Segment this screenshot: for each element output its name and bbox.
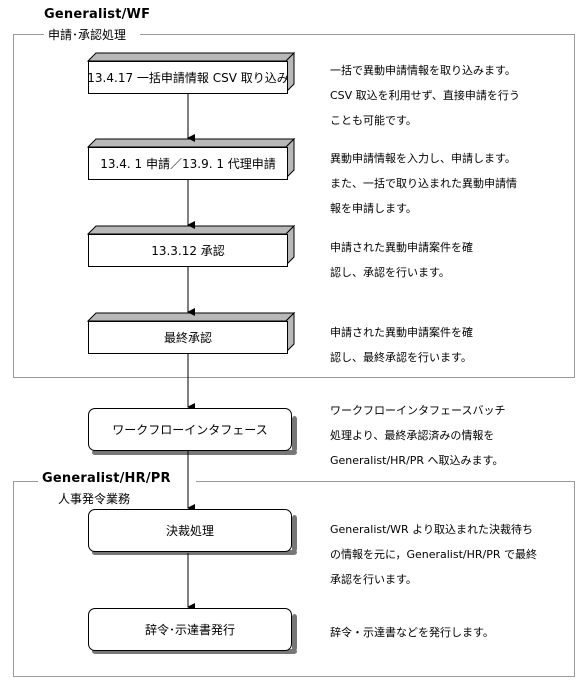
hr-system-label: Generalist/HR/PR bbox=[42, 471, 171, 486]
step-apply-box: 13.4. 1 申請／13.9. 1 代理申請 bbox=[88, 147, 288, 180]
desc-approve: 申請された異動申請案件を確 認し、承認を行います。 bbox=[330, 241, 473, 279]
decision-box-shadow bbox=[292, 515, 297, 552]
wf-system-label: Generalist/WF bbox=[44, 7, 151, 22]
step-final-approve-label: 最終承認 bbox=[163, 331, 212, 345]
step-csv-import-box: 13.4.17 一括申請情報 CSV 取り込み bbox=[87, 61, 289, 94]
box-3-top-face bbox=[86, 225, 296, 235]
interface-box: ワークフローインタフェース bbox=[88, 408, 292, 451]
step-issue-label: 辞令･示達書発行 bbox=[144, 623, 235, 637]
step-issue-box: 辞令･示達書発行 bbox=[88, 608, 292, 651]
step-csv-import-label: 13.4.17 一括申請情報 CSV 取り込み bbox=[87, 71, 289, 85]
hr-section-label: 人事発令業務 bbox=[58, 492, 131, 506]
hr-frame bbox=[13, 481, 575, 677]
desc-apply: 異動申請情報を入力し、申請します。 また、一括で取り込まれた異動申請情 報を申請… bbox=[330, 152, 517, 215]
interface-box-shadow bbox=[292, 416, 297, 452]
step-approve-label: 13.3.12 承認 bbox=[151, 244, 225, 258]
box-4-top-face bbox=[86, 312, 296, 322]
step-final-approve-box: 最終承認 bbox=[88, 321, 288, 354]
box-2-top-face bbox=[86, 138, 296, 148]
step-decision-label: 決裁処理 bbox=[165, 524, 214, 538]
desc-issue: 辞令・示達書などを発行します。 bbox=[330, 626, 494, 639]
wf-frame bbox=[13, 34, 575, 378]
desc-decision: Generalist/WR より取込まれた決裁待ち の情報を元に，General… bbox=[330, 523, 537, 586]
desc-final-approve: 申請された異動申請案件を確 認し、最終承認を行います。 bbox=[330, 326, 473, 364]
step-decision-box: 決裁処理 bbox=[88, 509, 292, 552]
issue-box-shadow bbox=[292, 614, 297, 651]
interface-label: ワークフローインタフェース bbox=[112, 423, 268, 437]
step-apply-label: 13.4. 1 申請／13.9. 1 代理申請 bbox=[100, 157, 276, 171]
step-approve-box: 13.3.12 承認 bbox=[88, 234, 288, 267]
desc-interface: ワークフローインタフェースバッチ 処理より、最終承認済みの情報を General… bbox=[330, 404, 506, 467]
wf-section-label: 申請･承認処理 bbox=[48, 28, 127, 42]
desc-csv-import: 一括で異動申請情報を取り込みます。 CSV 取込を利用せず、直接申請を行う こと… bbox=[330, 64, 520, 127]
box-1-top-face bbox=[86, 52, 296, 62]
